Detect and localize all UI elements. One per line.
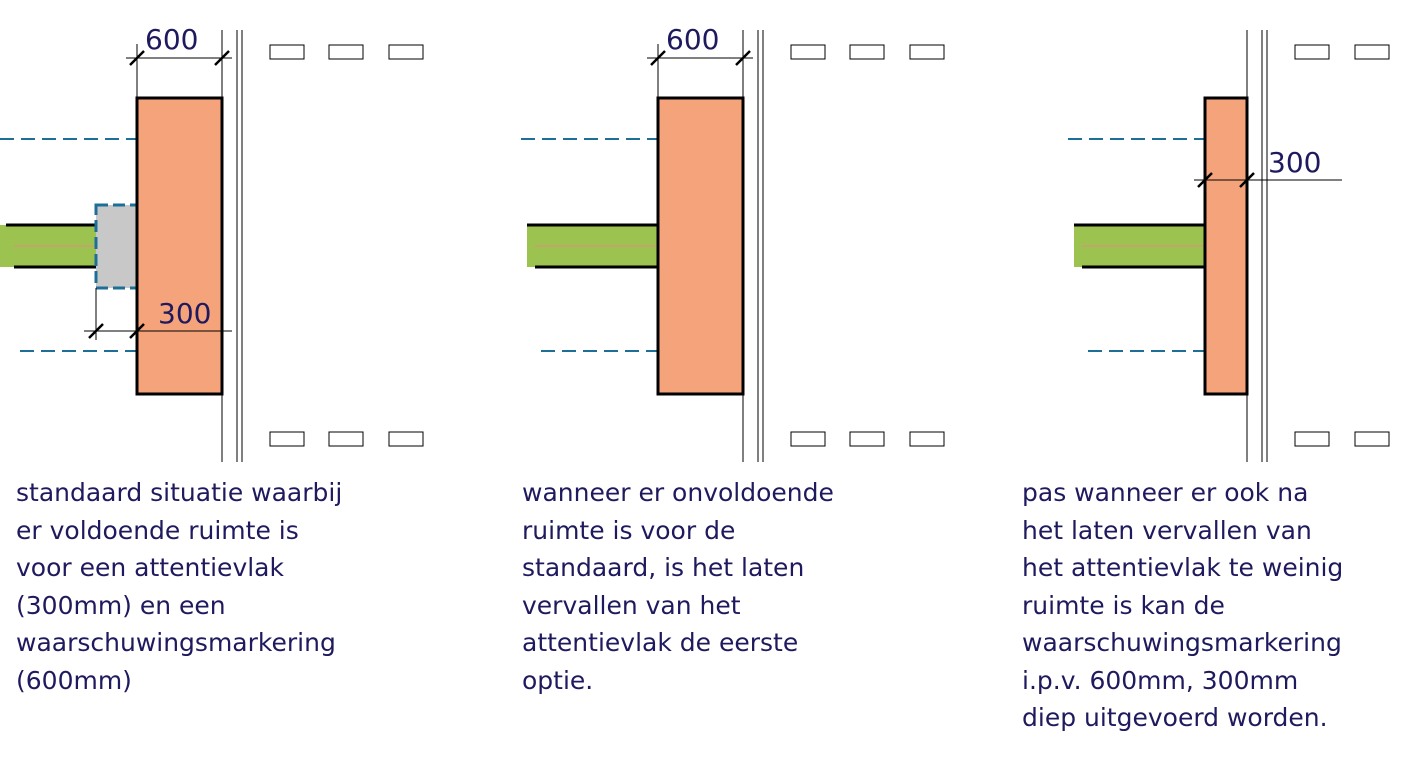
marker-rect <box>909 44 945 60</box>
warning-marking-block <box>135 96 224 396</box>
dimension-label-top: 300 <box>1268 146 1321 179</box>
marker-rect <box>269 431 305 447</box>
marker-rect <box>1354 431 1390 447</box>
marker-rect <box>1294 431 1330 447</box>
marker-rect <box>328 431 364 447</box>
dimension-label-top: 600 <box>666 23 719 56</box>
dimension-label-top: 600 <box>145 23 198 56</box>
warning-marking-block <box>656 96 745 396</box>
marker-rect <box>909 431 945 447</box>
attention-area <box>94 203 139 290</box>
dimension-600: 600 <box>126 23 232 98</box>
marker-rect <box>1354 44 1390 60</box>
panel-2-caption: wanneer er onvoldoende ruimte is voor de… <box>522 478 834 695</box>
dimension-label-bottom: 300 <box>158 297 211 330</box>
panel-1-caption: standaard situatie waarbij er voldoende … <box>16 478 343 695</box>
marker-rect <box>849 44 885 60</box>
marker-rect <box>1294 44 1330 60</box>
marker-rect <box>269 44 305 60</box>
dimension-300: 300 <box>1194 146 1342 188</box>
dimension-300: 300 <box>84 288 232 340</box>
marker-rect <box>388 431 424 447</box>
marker-rect <box>849 431 885 447</box>
panel-3-caption: pas wanneer er ook na het laten vervalle… <box>1022 478 1344 732</box>
panel-3-drawing: 300 <box>1068 30 1390 462</box>
dimension-600: 600 <box>647 23 753 98</box>
marker-rect <box>790 44 826 60</box>
panel-2-drawing: 600 <box>521 23 945 462</box>
warning-marking-block <box>1203 96 1249 396</box>
marker-rect <box>328 44 364 60</box>
marker-rect <box>388 44 424 60</box>
panel-1-drawing: 600 300 <box>0 23 424 462</box>
marker-rect <box>790 431 826 447</box>
